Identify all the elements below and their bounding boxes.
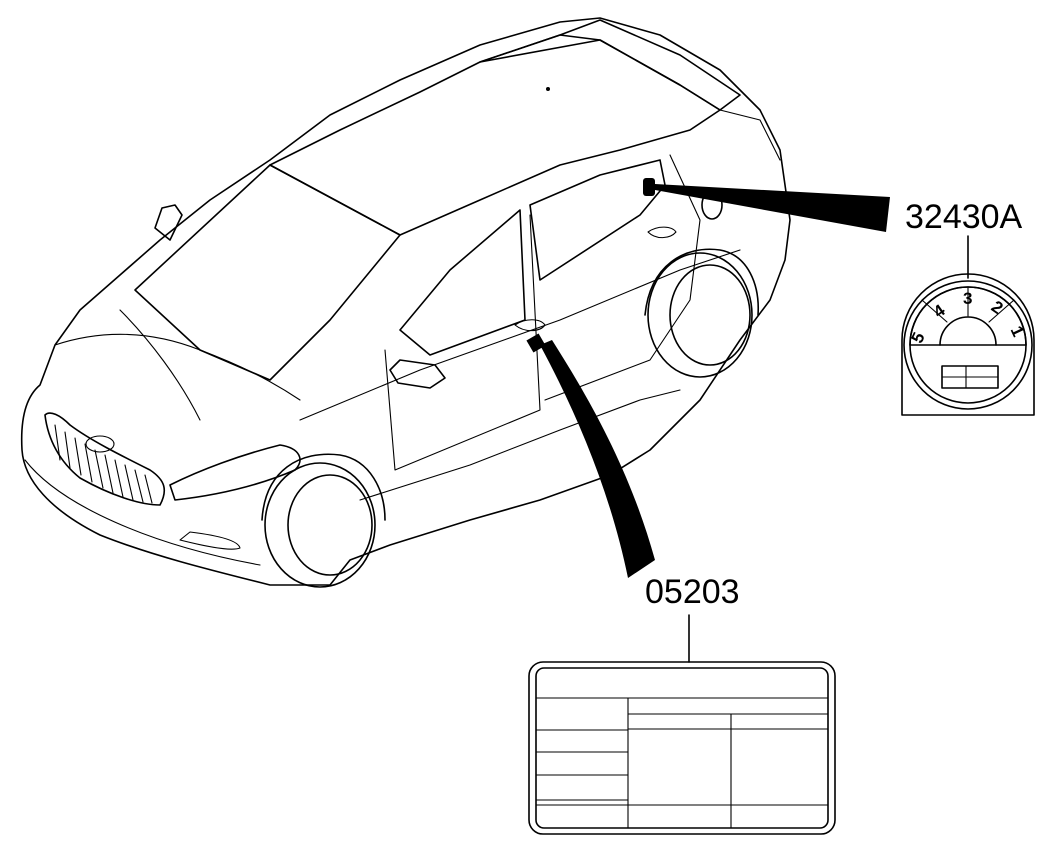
car-body-outline: [20, 17, 791, 586]
part-number-32430a: 32430A: [905, 198, 1023, 236]
tire-pressure-label-icon: 5 4 3 2 1: [901, 273, 1035, 416]
trunk-line: [719, 109, 781, 161]
rear-door-handle: [647, 226, 677, 239]
roof-panel: [269, 34, 721, 236]
emission-label-icon: [528, 661, 836, 835]
front-wheel: [261, 453, 386, 588]
part-number-05203: 05203: [645, 573, 740, 611]
left-mirror: [154, 204, 183, 241]
callout-pointer: [655, 184, 890, 232]
gauge-digit-4: 4: [930, 300, 949, 321]
rear-door-window: [529, 159, 666, 281]
fog-light: [179, 531, 241, 550]
rear-door: [544, 154, 701, 401]
front-bumper: [24, 459, 261, 566]
label-location-marker: [643, 178, 655, 196]
side-crease: [299, 249, 741, 421]
gauge-digit-2: 2: [988, 297, 1007, 318]
label-location-marker-2: [526, 333, 546, 353]
front-grille: [44, 412, 166, 506]
badge-emblem: [85, 435, 115, 453]
rocker-panel: [359, 389, 681, 501]
front-door-handle: [514, 319, 546, 332]
gauge-digit-3: 3: [963, 289, 972, 308]
rear-window: [479, 19, 741, 111]
front-door-window: [399, 209, 526, 356]
headlight: [169, 444, 301, 501]
car-illustration: [20, 17, 791, 588]
side-mirror: [389, 359, 446, 389]
grille-slats: [54, 424, 153, 504]
windshield: [134, 164, 401, 381]
rear-wheel: [644, 248, 759, 378]
front-door: [384, 214, 541, 471]
antenna: [546, 87, 550, 91]
hood-line: [54, 333, 301, 401]
callout-05203: 05203: [526, 333, 740, 663]
gauge-digit-1: 1: [1007, 323, 1028, 340]
hood-center: [119, 309, 201, 421]
callout-pointer-2: [540, 340, 655, 578]
callout-32430a: 32430A: [643, 178, 1023, 279]
